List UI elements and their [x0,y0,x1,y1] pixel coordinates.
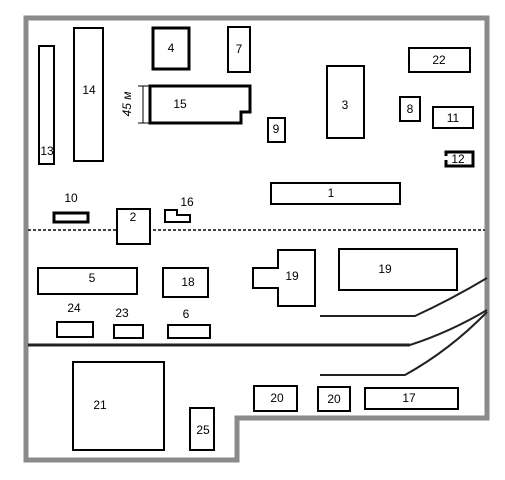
label-13: 13 [40,144,54,158]
building-13 [38,45,55,165]
label-5: 5 [89,271,96,285]
building-5 [37,267,138,295]
building-8 [399,96,421,122]
building-21 [72,361,165,451]
label-21: 21 [93,398,107,412]
label-9: 9 [273,122,280,136]
building-19-right [338,248,458,291]
label-19-right: 19 [378,262,392,276]
label-7: 7 [236,42,243,56]
label-12: 12 [451,152,465,166]
building-1 [270,182,401,205]
label-10: 10 [64,191,78,205]
dimension-label: 45 м [120,92,134,117]
label-19-left: 19 [285,269,299,283]
label-2: 2 [130,210,137,224]
label-3: 3 [342,98,349,112]
label-17: 17 [402,391,416,405]
building-17 [364,387,459,410]
rail-spur-1 [320,277,488,317]
building-6 [167,324,211,339]
building-14 [73,27,104,162]
rail-spur-2 [409,309,488,346]
site-boundary [23,15,490,463]
building-16 [164,209,191,223]
building-3 [326,65,365,139]
building-10 [52,211,90,224]
label-25: 25 [196,423,210,437]
building-9 [267,117,286,143]
building-25 [189,407,215,451]
building-20-b [317,386,351,412]
building-20-a [253,385,298,412]
label-18: 18 [181,275,195,289]
label-8: 8 [407,102,414,116]
building-23 [113,324,144,339]
label-6: 6 [183,307,190,321]
building-7 [227,26,251,73]
label-23: 23 [115,306,129,320]
rail-spur-3 [320,311,488,376]
label-16: 16 [180,195,194,209]
building-15 [148,84,252,125]
building-24 [56,321,94,338]
label-1: 1 [328,186,335,200]
label-11: 11 [447,111,460,125]
label-14: 14 [82,83,96,97]
building-11 [432,106,474,129]
building-19-left [252,249,316,307]
dimension-marker: 45 м [120,85,150,124]
building-12 [444,150,475,168]
building-22 [408,47,471,73]
label-4: 4 [168,41,175,55]
building-18 [162,267,209,298]
label-20-b: 20 [327,392,341,406]
label-20-a: 20 [270,391,284,405]
label-15: 15 [173,97,187,111]
label-24: 24 [67,301,81,315]
label-22: 22 [432,53,446,67]
building-2 [116,208,151,245]
building-4 [151,26,191,71]
